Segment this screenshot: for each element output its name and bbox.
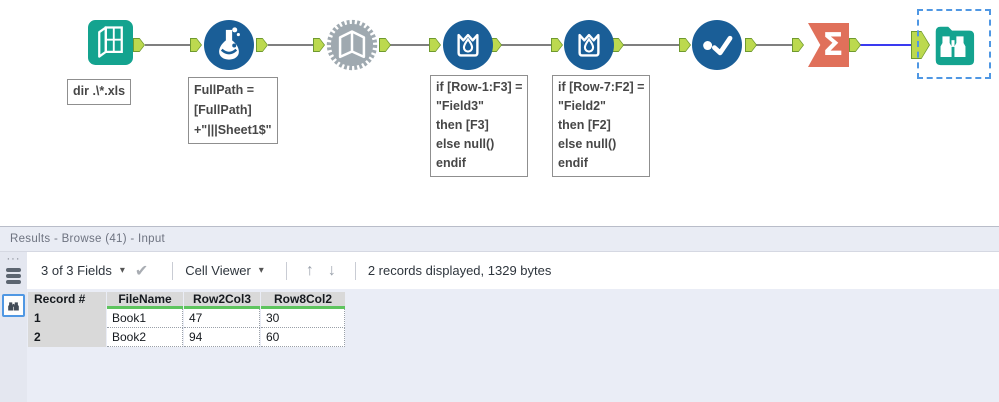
table-cell[interactable]: 30 xyxy=(261,309,345,328)
input-anchor[interactable] xyxy=(313,38,325,52)
tool-summarize[interactable]: Σ xyxy=(808,23,849,67)
annotation-line: endif xyxy=(436,156,466,170)
connection-wire-selected[interactable] xyxy=(859,44,913,46)
output-anchor[interactable] xyxy=(379,38,391,52)
chevron-down-icon[interactable]: ▾ xyxy=(258,265,264,276)
annotation-box[interactable]: if [Row-1:F3] = "Field3" then [F3] else … xyxy=(430,75,529,177)
tool-formula[interactable] xyxy=(204,20,254,75)
annotation-line: else null() xyxy=(558,137,617,151)
input-anchor[interactable] xyxy=(679,38,691,52)
annotation-box[interactable]: FullPath = [FullPath] +"|||Sheet1$" xyxy=(188,77,278,144)
connection-wire[interactable] xyxy=(623,44,680,46)
output-anchor[interactable] xyxy=(745,38,757,52)
annotation-line: [FullPath] xyxy=(194,103,252,117)
annotation-line: "Field2" xyxy=(558,99,606,113)
table-header-row: Record # FileName Row2Col3 Row8Col2 xyxy=(28,292,345,309)
dynamic-input-gear-book-icon xyxy=(326,19,378,71)
annotation-line: endif xyxy=(558,156,588,170)
connection-wire[interactable] xyxy=(501,44,553,46)
annotation-box[interactable]: dir .\*.xls xyxy=(67,79,132,105)
output-anchor[interactable] xyxy=(490,38,502,52)
column-header-record[interactable]: Record # xyxy=(28,292,106,309)
formula-flask-icon xyxy=(204,20,254,70)
tool-multi-row-formula-2[interactable] xyxy=(564,20,614,75)
input-anchor[interactable] xyxy=(429,38,441,52)
fields-dropdown[interactable]: 3 of 3 Fields xyxy=(41,263,112,278)
column-header-filename[interactable]: FileName xyxy=(107,292,183,309)
chevron-down-icon[interactable]: ▾ xyxy=(119,265,125,276)
multi-row-formula-icon xyxy=(443,20,493,70)
binoculars-small-icon xyxy=(8,302,19,311)
profile-toggle-icon[interactable] xyxy=(6,268,21,286)
input-anchor[interactable] xyxy=(792,38,804,52)
results-side-gutter: ··· xyxy=(0,252,27,402)
annotation-line: FullPath = xyxy=(194,83,255,97)
annotation-line: then [F2] xyxy=(558,118,611,132)
table-cell[interactable]: 47 xyxy=(184,309,260,328)
results-pane-title: Results - Browse (41) - Input xyxy=(0,226,999,252)
table-cell[interactable]: Book1 xyxy=(107,309,183,328)
tool-select[interactable] xyxy=(692,20,742,75)
workflow-canvas[interactable]: Σ dir .\*.xls FullPath = [FullPath] +"||… xyxy=(0,0,999,226)
table-cell[interactable]: 60 xyxy=(261,328,345,347)
cell-viewer-dropdown[interactable]: Cell Viewer xyxy=(185,263,251,278)
connection-wire[interactable] xyxy=(756,44,793,46)
annotation-box[interactable]: if [Row-7:F2] = "Field2" then [F2] else … xyxy=(552,75,651,177)
record-count-status: 2 records displayed, 1329 bytes xyxy=(367,263,552,278)
tool-multi-row-formula-1[interactable] xyxy=(443,20,493,75)
output-anchor[interactable] xyxy=(849,38,861,52)
browse-anchor-button[interactable] xyxy=(2,294,25,317)
table-cell[interactable]: Book2 xyxy=(107,328,183,347)
select-check-icon xyxy=(692,20,742,70)
binoculars-icon xyxy=(935,26,975,66)
connection-wire[interactable] xyxy=(268,44,315,46)
results-pane: Results - Browse (41) - Input ··· 3 of 3… xyxy=(0,226,999,402)
output-anchor[interactable] xyxy=(133,38,145,52)
annotation-line: if [Row-7:F2] = xyxy=(558,80,645,94)
results-grid: Record # FileName Row2Col3 Row8Col2 1 Bo… xyxy=(27,292,346,347)
annotation-line: +"|||Sheet1$" xyxy=(194,123,272,137)
results-toolbar: 3 of 3 Fields ▾ ✔ Cell Viewer ▾ ↑ ↓ 2 re… xyxy=(27,252,999,289)
annotation-line: dir .\*.xls xyxy=(73,84,126,98)
apply-check-icon[interactable]: ✔ xyxy=(134,262,149,280)
sigma-icon: Σ xyxy=(822,26,844,63)
connection-wire[interactable] xyxy=(145,44,191,46)
annotation-line: else null() xyxy=(436,137,495,151)
arrow-down-icon[interactable]: ↓ xyxy=(327,261,336,279)
connection-wire[interactable] xyxy=(390,44,431,46)
input-anchor[interactable] xyxy=(551,38,563,52)
annotation-line: "Field3" xyxy=(436,99,484,113)
output-anchor[interactable] xyxy=(612,38,624,52)
selection-outline xyxy=(917,9,991,79)
toolbar-divider xyxy=(172,261,174,280)
more-dots-icon[interactable]: ··· xyxy=(6,253,21,265)
input-anchor[interactable] xyxy=(190,38,202,52)
tool-browse[interactable] xyxy=(930,21,976,72)
record-number-cell[interactable]: 1 xyxy=(28,309,106,328)
toolbar-divider xyxy=(354,261,356,280)
arrow-up-icon[interactable]: ↑ xyxy=(305,261,314,279)
browse-input-anchor[interactable] xyxy=(911,31,930,59)
annotation-line: if [Row-1:F3] = xyxy=(436,80,523,94)
table-row: 1 Book1 47 30 xyxy=(28,309,345,328)
record-number-cell[interactable]: 2 xyxy=(28,328,106,347)
column-header-row8col2[interactable]: Row8Col2 xyxy=(261,292,345,309)
output-anchor[interactable] xyxy=(256,38,268,52)
table-row: 2 Book2 94 60 xyxy=(28,328,345,347)
toolbar-divider xyxy=(285,261,287,280)
tool-directory[interactable] xyxy=(88,20,133,70)
column-header-row2col3[interactable]: Row2Col3 xyxy=(184,292,260,309)
tool-dynamic-input[interactable] xyxy=(326,19,378,76)
annotation-line: then [F3] xyxy=(436,118,489,132)
directory-icon xyxy=(88,20,133,65)
table-cell[interactable]: 94 xyxy=(184,328,260,347)
multi-row-formula-icon xyxy=(564,20,614,70)
